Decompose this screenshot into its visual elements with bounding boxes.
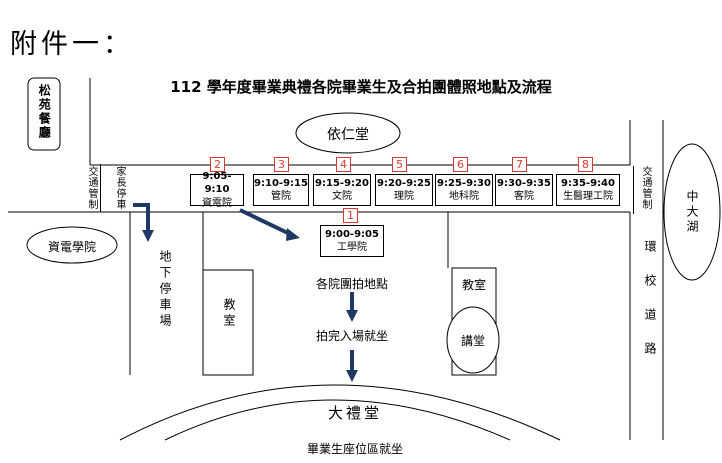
auditorium-label: 大禮堂	[327, 404, 382, 422]
auditorium-inner-curve	[164, 399, 511, 441]
traffic-control-right-label: 交通管制	[640, 166, 651, 210]
lecture-hall-label: 講堂	[460, 334, 485, 348]
parking-arrow-head	[142, 230, 154, 242]
diagonal-arrow-line	[239, 208, 293, 237]
station-box: 9:05-9:10 資電院	[190, 171, 244, 209]
yiren-hall-outline	[295, 112, 401, 154]
station-number: 6	[453, 157, 468, 172]
classroom-left-building	[202, 269, 254, 376]
auditorium-outer-curve	[119, 384, 561, 441]
station-college: 資電院	[202, 197, 232, 209]
restaurant-label: 松苑餐廳	[28, 84, 60, 140]
classroom-right-label: 教室	[461, 278, 486, 292]
station-box: 9:25-9:30 地科院	[435, 174, 493, 206]
station-number: 2	[210, 157, 225, 172]
first-station-box: 9:00-9:05 工學院	[320, 225, 384, 257]
underground-parking-label: 地下停車場	[158, 250, 172, 330]
diagonal-arrow-head	[286, 228, 300, 241]
classroom-left-label: 教室	[222, 298, 236, 330]
first-station-college: 工學院	[337, 242, 367, 253]
ring-road-label: 環校道路	[643, 240, 657, 376]
flow-step-3: 畢業生座位區就坐	[306, 442, 403, 456]
station-number: 3	[274, 157, 289, 172]
station-row: 2 9:05-9:10 資電院 3 9:10-9:15 管院 4 9:15-9:…	[190, 157, 630, 209]
station-time: 9:30-9:35	[497, 177, 551, 189]
station-box: 9:15-9:20 文院	[313, 174, 371, 206]
first-station-number: 1	[343, 208, 358, 223]
station-time: 9:05-9:10	[202, 170, 232, 196]
first-station-time: 9:00-9:05	[325, 228, 379, 240]
station-time: 9:25-9:30	[437, 177, 491, 189]
station-time: 9:15-9:20	[315, 177, 369, 189]
flow-step-2: 拍完入場就坐	[315, 329, 388, 343]
station-number: 8	[578, 157, 593, 172]
station-number: 5	[392, 157, 407, 172]
traffic-control-left-bar	[100, 164, 101, 212]
diagram-title: 112 學年度畢業典禮各院畢業生及合拍團體照地點及流程	[170, 78, 552, 96]
station-college: 管院	[271, 191, 291, 202]
lecture-hall-outline	[446, 306, 500, 374]
traffic-control-left-label: 交通管制	[86, 166, 97, 210]
attachment-heading: 附件一：	[10, 29, 134, 60]
station-college: 客院	[514, 191, 534, 202]
station-number: 4	[336, 157, 351, 172]
station-box: 9:20-9:25 理院	[375, 174, 433, 206]
flow-step-1: 各院團拍地點	[315, 277, 388, 291]
station-time: 9:10-9:15	[254, 177, 308, 189]
eecs-building-label: 資電學院	[47, 240, 96, 254]
flow-arrow-2-head	[346, 370, 358, 382]
flow-arrow-1-head	[346, 310, 358, 322]
station-time: 9:20-9:25	[377, 177, 431, 189]
lake-label: 中大湖	[685, 190, 699, 235]
eecs-building-outline	[26, 226, 118, 264]
station-college: 地科院	[449, 191, 479, 202]
station-college: 文院	[332, 191, 352, 202]
traffic-control-right-bar	[633, 166, 634, 214]
yiren-hall-label: 依仁堂	[327, 127, 369, 143]
station-college: 理院	[394, 191, 414, 202]
station-number: 7	[512, 157, 527, 172]
parent-parking-label: 家長停車	[114, 166, 125, 210]
station-time: 9:35-9:40	[561, 177, 615, 189]
lake-outline	[663, 143, 721, 281]
station-box: 9:30-9:35 客院	[495, 174, 553, 206]
station-box: 9:35-9:40 生醫理工院	[556, 174, 620, 206]
restaurant-outline	[27, 77, 61, 151]
station-box: 9:10-9:15 管院	[253, 174, 309, 206]
parking-arrow-line	[133, 203, 150, 232]
restaurant-text: 松苑餐廳	[37, 84, 52, 140]
station-college: 生醫理工院	[563, 191, 613, 202]
